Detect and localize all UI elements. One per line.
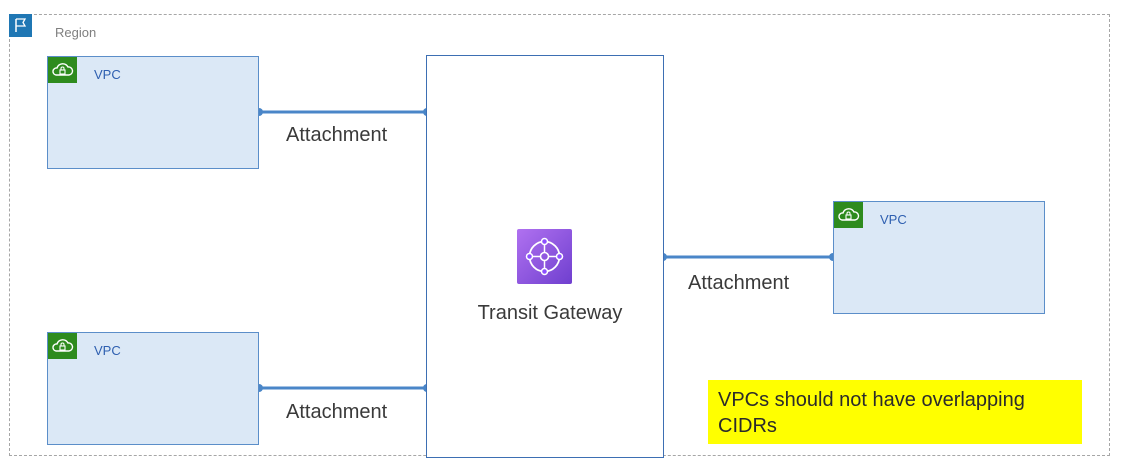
vpc-box-right[interactable]: VPC: [833, 201, 1045, 314]
transit-gateway-icon: [517, 229, 572, 284]
vpc-label: VPC: [94, 343, 121, 358]
vpc-cloud-lock-icon: [48, 333, 77, 359]
vpc-cloud-lock-icon: [834, 202, 863, 228]
region-label: Region: [55, 25, 97, 40]
attachment-label-top: Attachment: [286, 124, 388, 146]
vpc-box-top-left[interactable]: VPC: [47, 56, 259, 169]
region-flag-icon: [9, 14, 32, 37]
overlap-warning-note: VPCs should not have overlapping CIDRs: [708, 380, 1082, 444]
vpc-box-bottom-left[interactable]: VPC: [47, 332, 259, 445]
transit-gateway-label: Transit Gateway: [477, 302, 623, 324]
vpc-cloud-lock-icon: [48, 57, 77, 83]
vpc-label: VPC: [94, 67, 121, 82]
attachment-label-bottom: Attachment: [286, 401, 388, 423]
vpc-label: VPC: [880, 212, 907, 227]
attachment-label-right: Attachment: [688, 272, 790, 294]
